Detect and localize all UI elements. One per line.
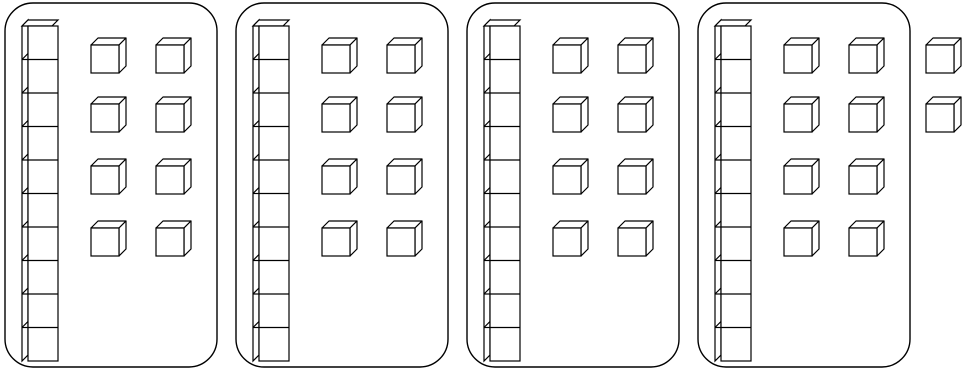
ones-cube [156,97,191,132]
ones-cube [553,38,588,73]
ones-cube [91,159,126,194]
ones-cube [784,221,819,256]
ones-cube [322,38,357,73]
ones-cube [387,97,422,132]
ones-cube [156,221,191,256]
ones-cube [91,221,126,256]
group-panel [698,3,910,367]
ones-cube [618,38,653,73]
ones-cube [849,221,884,256]
ones-cube [553,97,588,132]
ones-cube [618,221,653,256]
ones-cube [553,221,588,256]
ones-cube [784,159,819,194]
tens-rod [22,20,58,361]
tens-rod [253,20,289,361]
ones-cube [553,159,588,194]
ones-cube [849,38,884,73]
tens-rod [715,20,751,361]
tens-rod [484,20,520,361]
ones-cube [156,159,191,194]
ones-cube [387,159,422,194]
group-panel [5,3,217,367]
ones-cube [387,38,422,73]
loose-ones [926,38,961,132]
group-panel [467,3,679,367]
group-panel [236,3,448,367]
ones-cube [387,221,422,256]
ones-cube [926,97,961,132]
ones-cube [322,97,357,132]
ones-cube [156,38,191,73]
ones-cube [784,38,819,73]
ones-cube [91,38,126,73]
ones-cube [849,97,884,132]
ones-cube [926,38,961,73]
ones-cube [91,97,126,132]
ones-cube [618,159,653,194]
ones-cube [784,97,819,132]
ones-cube [618,97,653,132]
ones-cube [322,159,357,194]
ones-cube [849,159,884,194]
ones-cube [322,221,357,256]
